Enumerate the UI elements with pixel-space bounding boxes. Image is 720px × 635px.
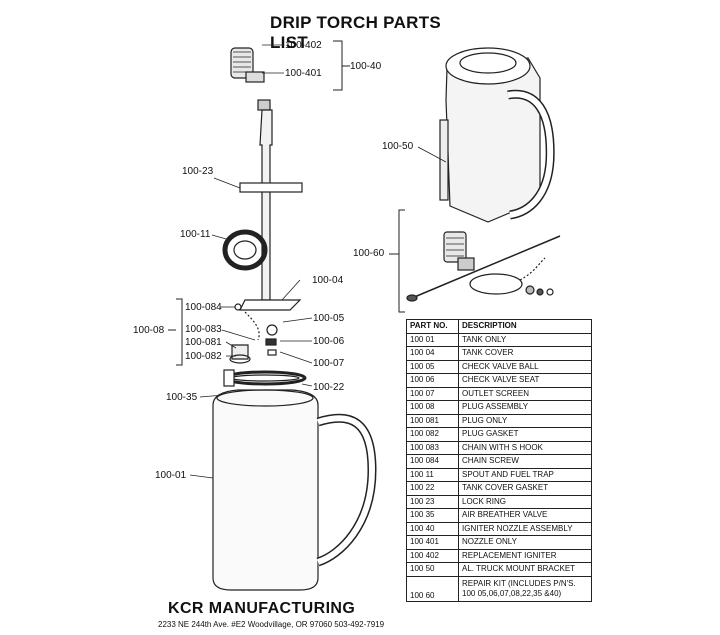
header-description: DESCRIPTION	[458, 319, 592, 334]
part-number-cell: 100 04	[406, 346, 459, 361]
part-number-cell: 100 50	[406, 562, 459, 577]
part-number-cell: 100 22	[406, 481, 459, 496]
description-cell: CHAIN WITH S HOOK	[458, 440, 592, 455]
description-line: 100 05,06,07,08,22,35 &40)	[462, 588, 562, 598]
description-cell: PLUG GASKET	[458, 427, 592, 442]
label-100-11: 100-11	[180, 229, 211, 240]
tank-drawing	[189, 389, 377, 591]
page-title: DRIP TORCH PARTS LIST	[270, 13, 442, 52]
description-cell: CHAIN SCREW	[458, 454, 592, 469]
part-number-cell: 100 23	[406, 494, 459, 509]
label-100-04: 100-04	[312, 275, 344, 286]
spout-drawing	[211, 109, 303, 311]
part-number-cell: 100 401	[406, 535, 459, 550]
label-100-60: 100-60	[353, 248, 385, 259]
label-100-23: 100-23	[182, 166, 214, 177]
part-number-cell: 100 084	[406, 454, 459, 469]
part-number-cell: 100 40	[406, 521, 459, 536]
description-cell: NOZZLE ONLY	[458, 535, 592, 550]
part-number-cell: 100 60	[406, 575, 459, 602]
description-cell: REPAIR KIT (INCLUDES P/N'S. 100 05,06,07…	[458, 575, 592, 602]
label-100-401: 100-401	[285, 68, 322, 79]
company-name: KCR MANUFACTURING	[168, 600, 356, 617]
header-part-no: PART NO.	[406, 319, 459, 334]
label-100-08: 100-08	[133, 325, 165, 336]
company-address: 2233 NE 244th Ave. #E2 Woodvillage, OR 9…	[158, 620, 385, 629]
part-number-cell: 100 081	[406, 413, 459, 428]
label-100-081: 100-081	[185, 337, 222, 348]
label-100-07: 100-07	[313, 358, 345, 369]
table-row: 100 60 REPAIR KIT (INCLUDES P/N'S. 100 0…	[406, 575, 592, 602]
part-number-cell: 100 07	[406, 386, 459, 401]
label-100-082: 100-082	[185, 351, 222, 362]
description-cell: PLUG ASSEMBLY	[458, 400, 592, 415]
truck-bracket-drawing	[417, 47, 555, 223]
description-cell: CHECK VALVE SEAT	[458, 373, 592, 388]
description-cell: AL. TRUCK MOUNT BRACKET	[458, 562, 592, 577]
part-number-cell: 100 083	[406, 440, 459, 455]
label-100-35: 100-35	[166, 392, 198, 403]
part-number-cell: 100 11	[406, 467, 459, 482]
part-number-cell: 100 35	[406, 508, 459, 523]
part-number-cell: 100 082	[406, 427, 459, 442]
table-header-row: PART NO. DESCRIPTION	[406, 319, 592, 334]
description-cell: OUTLET SCREEN	[458, 386, 592, 401]
label-100-05: 100-05	[313, 313, 345, 324]
description-line: REPAIR KIT (INCLUDES P/N'S.	[462, 578, 576, 588]
description-cell: CHECK VALVE BALL	[458, 359, 592, 374]
label-100-22: 100-22	[313, 382, 345, 393]
igniter-nozzle-drawing	[230, 47, 271, 111]
description-cell: IGNITER NOZZLE ASSEMBLY	[458, 521, 592, 536]
plug-assembly-drawing	[168, 298, 313, 366]
description-cell: TANK COVER GASKET	[458, 481, 592, 496]
label-100-402: 100-402	[285, 40, 322, 51]
part-number-cell: 100 05	[406, 359, 459, 374]
description-cell: AIR BREATHER VALVE	[458, 508, 592, 523]
description-cell: SPOUT AND FUEL TRAP	[458, 467, 592, 482]
part-number-cell: 100 06	[406, 373, 459, 388]
part-number-cell: 100 01	[406, 332, 459, 347]
description-cell: TANK ONLY	[458, 332, 592, 347]
repair-kit-drawing	[389, 209, 561, 313]
description-cell: REPLACEMENT IGNITER	[458, 548, 592, 563]
label-100-40: 100-40	[350, 61, 382, 72]
part-number-cell: 100 402	[406, 548, 459, 563]
description-cell: PLUG ONLY	[458, 413, 592, 428]
label-100-084: 100-084	[185, 302, 222, 313]
part-number-cell: 100 08	[406, 400, 459, 415]
label-100-50: 100-50	[382, 141, 414, 152]
label-100-083: 100-083	[185, 324, 222, 335]
label-100-06: 100-06	[313, 336, 345, 347]
label-100-01: 100-01	[155, 470, 187, 481]
description-cell: LOCK RING	[458, 494, 592, 509]
description-cell: TANK COVER	[458, 346, 592, 361]
